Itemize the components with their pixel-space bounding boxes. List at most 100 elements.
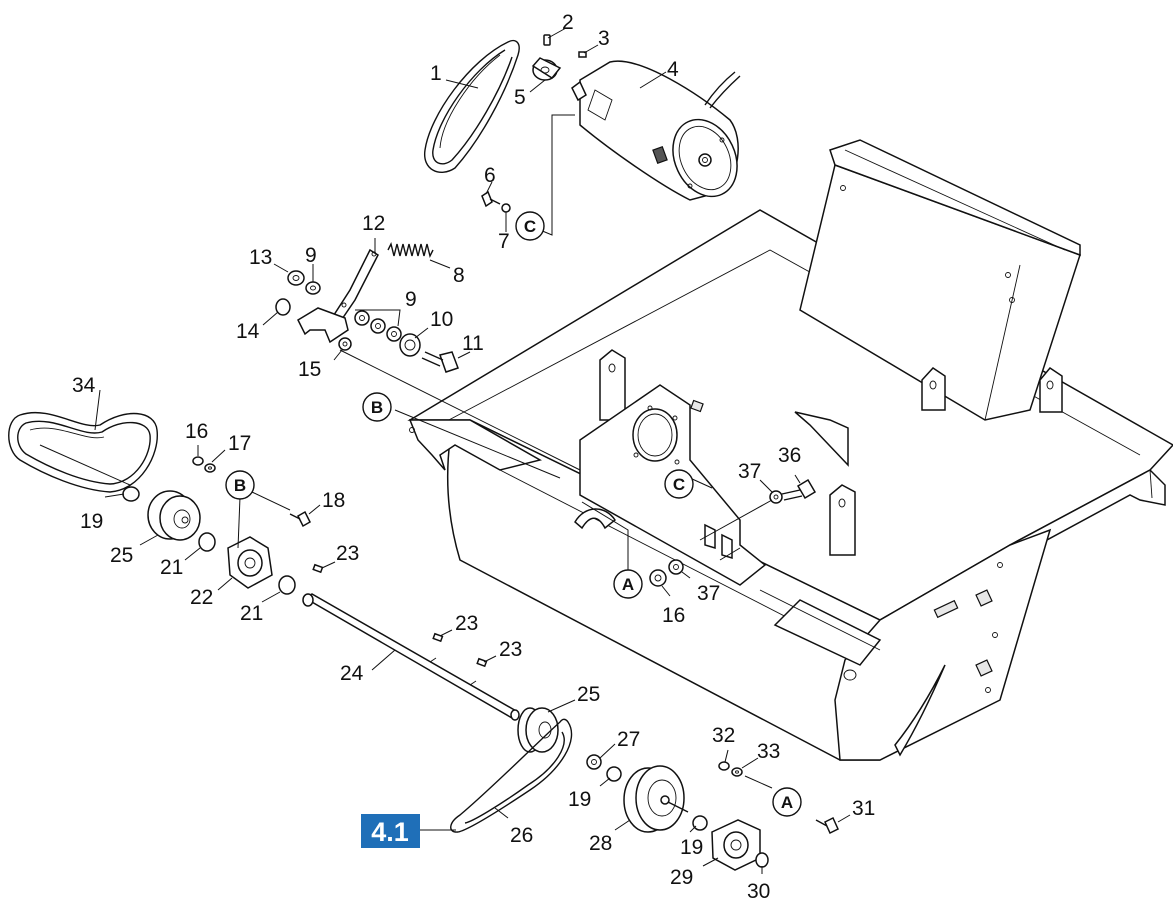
circlip-21-upper bbox=[198, 532, 216, 552]
svg-text:B: B bbox=[234, 476, 246, 495]
bearing-10 bbox=[399, 333, 421, 357]
shaft-24 bbox=[302, 593, 520, 721]
svg-text:B: B bbox=[371, 398, 383, 417]
washer-16-left bbox=[192, 456, 204, 466]
bolt-11 bbox=[421, 351, 459, 373]
ref-circle-b-housing: B bbox=[362, 392, 392, 422]
label-23-left: 23 bbox=[336, 542, 359, 565]
nut-13 bbox=[287, 270, 305, 286]
label-3: 3 bbox=[598, 27, 610, 50]
label-6: 6 bbox=[484, 164, 496, 187]
label-23-mid: 23 bbox=[455, 612, 478, 635]
label-19-left: 19 bbox=[80, 510, 103, 533]
circlip-19-left bbox=[122, 486, 140, 502]
bearing-flange-22 bbox=[227, 536, 273, 589]
washer-9-b bbox=[370, 318, 386, 334]
screw-36 bbox=[781, 478, 817, 501]
label-13: 13 bbox=[249, 246, 272, 269]
label-37-lower: 37 bbox=[697, 582, 720, 605]
label-19-mid: 19 bbox=[568, 788, 591, 811]
label-7: 7 bbox=[498, 230, 510, 253]
bearing-flange-29 bbox=[711, 819, 761, 871]
label-36: 36 bbox=[778, 444, 801, 467]
label-12: 12 bbox=[362, 212, 385, 235]
label-27: 27 bbox=[617, 728, 640, 751]
label-15: 15 bbox=[298, 358, 321, 381]
spring-8 bbox=[387, 241, 434, 259]
key-23-right bbox=[476, 657, 488, 668]
label-19-lower: 19 bbox=[680, 836, 703, 859]
label-8: 8 bbox=[453, 264, 465, 287]
svg-text:A: A bbox=[781, 793, 793, 812]
key-23-upper bbox=[312, 563, 324, 574]
svg-text:A: A bbox=[622, 575, 634, 594]
washer-9-upper bbox=[305, 281, 321, 295]
label-24: 24 bbox=[340, 662, 364, 685]
key-3 bbox=[578, 51, 587, 58]
drive-belt-1 bbox=[424, 39, 520, 173]
label-16-right: 16 bbox=[662, 604, 685, 627]
circlip-30 bbox=[755, 852, 769, 868]
pulley-28 bbox=[623, 765, 689, 833]
label-1: 1 bbox=[430, 62, 442, 85]
key-23-mid bbox=[432, 632, 444, 643]
circlip-21-lower bbox=[278, 575, 296, 595]
label-9-top: 9 bbox=[305, 244, 317, 267]
tension-lever-12 bbox=[297, 248, 379, 344]
label-29: 29 bbox=[670, 866, 693, 889]
label-26: 26 bbox=[510, 824, 533, 847]
label-34: 34 bbox=[72, 374, 96, 397]
washer-32 bbox=[718, 761, 730, 771]
reference-circles: C C B B A A bbox=[225, 211, 802, 817]
label-18: 18 bbox=[322, 489, 345, 512]
label-25-left: 25 bbox=[110, 544, 133, 567]
section-badge: 4.1 bbox=[361, 814, 420, 848]
circlip-19-lower bbox=[692, 815, 708, 831]
motor bbox=[571, 60, 741, 201]
ref-circle-c-bracket: C bbox=[664, 469, 694, 499]
section-badge-label: 4.1 bbox=[371, 817, 409, 847]
washer-9-a bbox=[354, 310, 370, 326]
leader-lines bbox=[39, 27, 851, 874]
pulley-5 bbox=[531, 57, 562, 81]
label-16-left: 16 bbox=[185, 420, 208, 443]
mounting-tabs bbox=[599, 349, 1063, 556]
label-9-row: 9 bbox=[405, 288, 417, 311]
circlip-19-mid bbox=[606, 766, 622, 782]
screw-6 bbox=[481, 190, 501, 208]
label-14: 14 bbox=[236, 320, 260, 343]
label-11: 11 bbox=[462, 332, 484, 355]
washer-27 bbox=[586, 754, 602, 770]
drive-belt-26 bbox=[450, 718, 573, 833]
label-32: 32 bbox=[712, 724, 735, 747]
svg-text:C: C bbox=[524, 217, 536, 236]
screw-31 bbox=[815, 816, 839, 835]
label-33: 33 bbox=[757, 740, 780, 763]
label-22: 22 bbox=[190, 586, 213, 609]
nut-16-right bbox=[649, 569, 667, 587]
ref-circle-b-left: B bbox=[225, 470, 255, 500]
label-2: 2 bbox=[562, 11, 574, 34]
label-4: 4 bbox=[667, 58, 679, 81]
label-10: 10 bbox=[430, 308, 453, 331]
key-2 bbox=[543, 34, 551, 46]
washer-7 bbox=[501, 203, 511, 213]
svg-text:C: C bbox=[673, 475, 685, 494]
ref-circle-c-motor: C bbox=[515, 211, 545, 241]
drive-belt-34 bbox=[8, 411, 158, 493]
washer-37-lower bbox=[668, 559, 684, 575]
pulley-25-right bbox=[517, 707, 559, 753]
washer-9-c bbox=[386, 326, 402, 342]
label-28: 28 bbox=[589, 832, 612, 855]
label-5: 5 bbox=[514, 86, 526, 109]
part-labels: 1 2 3 4 5 6 7 8 9 9 10 11 12 13 14 15 16… bbox=[72, 11, 875, 903]
ring-14 bbox=[275, 298, 291, 316]
label-17: 17 bbox=[228, 432, 251, 455]
label-25-right: 25 bbox=[577, 683, 600, 706]
label-21-lower: 21 bbox=[240, 602, 263, 625]
ref-circle-a-bottom: A bbox=[772, 787, 802, 817]
main-housing bbox=[407, 209, 1173, 761]
label-23-right: 23 bbox=[499, 638, 522, 661]
label-37-upper: 37 bbox=[738, 460, 761, 483]
